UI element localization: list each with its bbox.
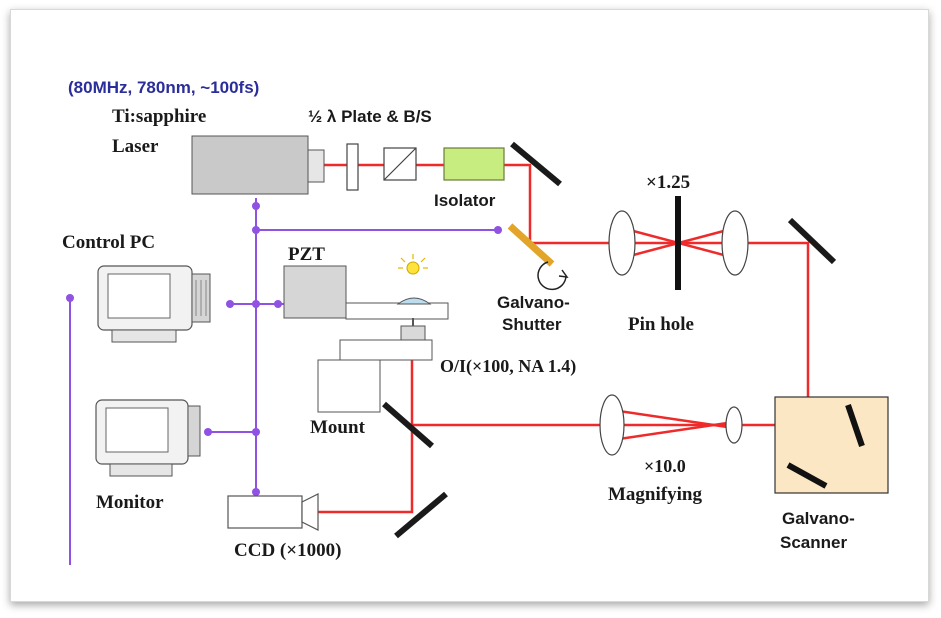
telescope-magnification: ×1.25 (646, 172, 690, 193)
control-wiring (69, 198, 498, 565)
galvano-shutter (507, 223, 569, 291)
galvano-scanner-label-2: Scanner (780, 533, 847, 552)
pzt-label: PZT (288, 244, 325, 265)
mirror-2 (787, 217, 837, 265)
mirrors (382, 141, 837, 539)
mount-label: Mount (310, 417, 366, 438)
laser-label-line2: Laser (112, 136, 159, 157)
control-pc-icon (97, 265, 211, 343)
mirror-objective (382, 401, 434, 449)
galvano-shutter-label-1: Galvano- (497, 293, 570, 312)
pinhole-label: Pin hole (628, 314, 694, 335)
wire-junctions (66, 202, 502, 496)
waveplate (346, 143, 359, 191)
isolator (443, 147, 505, 181)
beam-mirror-to-ccd (318, 425, 414, 514)
mirror-1 (510, 141, 562, 187)
monitor-label: Monitor (96, 492, 164, 513)
beam-shutter-to-scanner (530, 241, 810, 432)
laser-label-line1: Ti:sapphire (112, 106, 206, 127)
mount (317, 339, 433, 413)
control-pc-label: Control PC (62, 232, 155, 253)
laser-head (191, 135, 325, 195)
laser-spec-text: (80MHz, 780nm, ~100fs) (68, 78, 259, 97)
lamp-icon (398, 254, 428, 275)
beam-expander (599, 394, 743, 456)
waveplate-label: ½ λ Plate & B/S (308, 107, 432, 126)
beam-splitter-cube (383, 147, 417, 181)
galvano-scanner (774, 396, 889, 494)
monitor-icon (95, 399, 201, 477)
galvano-shutter-label-2: Shutter (502, 315, 562, 334)
ccd-camera-icon (227, 493, 319, 531)
objective-label: O/I(×100, NA 1.4) (440, 356, 576, 377)
ccd-label: CCD (×1000) (234, 540, 341, 561)
pzt-stage (283, 265, 449, 320)
mirror-ccd (394, 491, 448, 539)
galvano-scanner-label-1: Galvano- (782, 509, 855, 528)
magnifying-label: Magnifying (608, 484, 702, 505)
isolator-label: Isolator (434, 191, 496, 210)
expander-magnification: ×10.0 (644, 456, 686, 476)
pinhole-telescope (608, 196, 749, 290)
